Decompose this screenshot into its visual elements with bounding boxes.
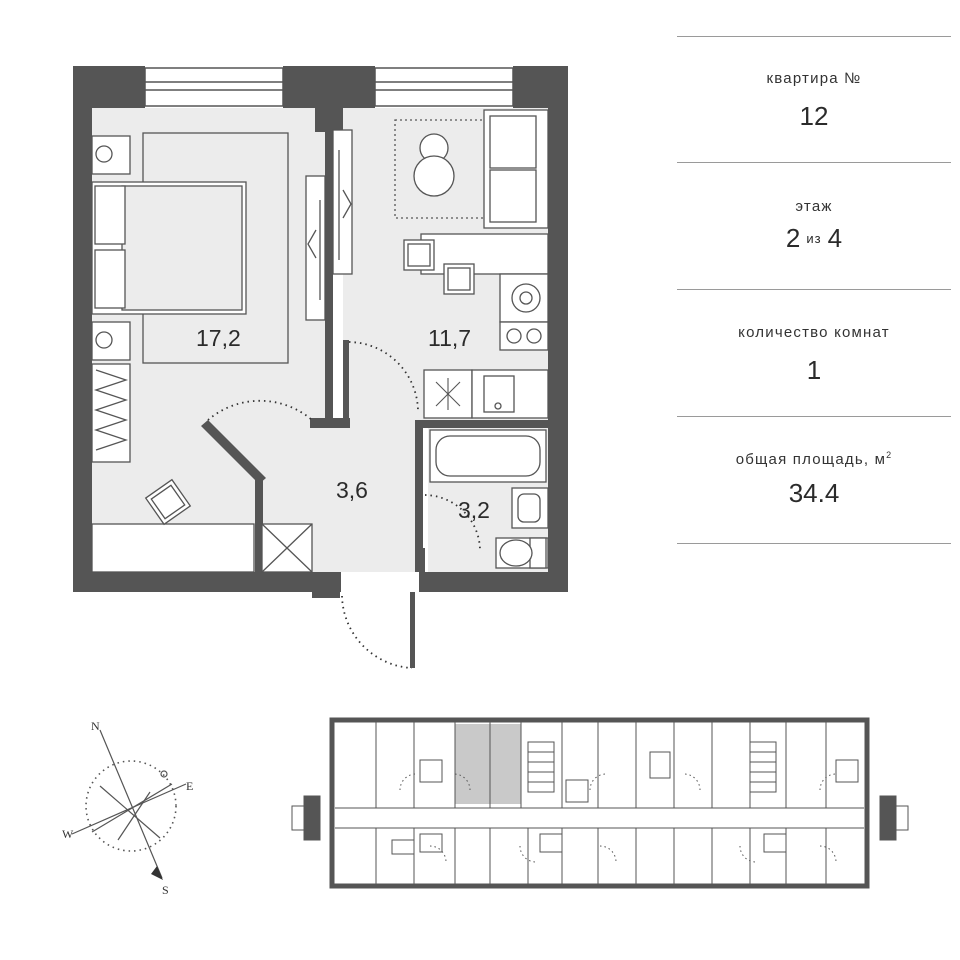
compass-west: W xyxy=(62,827,74,841)
rooms-value: 1 xyxy=(806,355,822,385)
apartment-number-block: квартира № 12 xyxy=(677,70,951,132)
floor-separator: из xyxy=(806,231,822,246)
entrance-right xyxy=(879,795,897,841)
floor-value: 2 из 4 xyxy=(677,223,951,254)
floor-total: 4 xyxy=(827,223,843,253)
bed-blanket xyxy=(121,185,243,311)
divider xyxy=(677,416,951,417)
dining-table xyxy=(413,155,455,197)
snowflake-icon xyxy=(435,378,461,410)
stairwell xyxy=(749,741,777,793)
divider xyxy=(677,543,951,544)
building-key-plan xyxy=(291,717,909,889)
hall-floor-2 xyxy=(343,420,419,572)
wall-left xyxy=(73,66,92,592)
wall-diagonal xyxy=(201,420,266,484)
wall-corner xyxy=(310,418,350,428)
dining-rug xyxy=(394,119,486,219)
walls xyxy=(73,66,568,598)
compass-circle xyxy=(85,760,177,852)
room-area-living: 11,7 xyxy=(428,325,471,351)
wall-partition-top xyxy=(315,108,343,132)
counter xyxy=(420,233,549,275)
area-value: 34.4 xyxy=(788,478,840,508)
apartment-label: квартира № xyxy=(766,70,862,87)
pillow xyxy=(94,249,126,309)
wall-bottom-right xyxy=(419,572,568,592)
entry-door xyxy=(410,592,415,668)
room-area-bath: 3,2 xyxy=(458,497,490,523)
shelf xyxy=(91,363,131,463)
rooms-label: количество комнат xyxy=(738,324,890,341)
bathtub-inner xyxy=(435,435,541,477)
shelf-pattern xyxy=(93,369,129,451)
divider xyxy=(677,36,951,37)
building-outline xyxy=(329,717,870,889)
compass-north: N xyxy=(91,719,100,733)
wall-partition-2 xyxy=(343,340,349,422)
door-arc-entry xyxy=(341,595,413,669)
compass-ns-line xyxy=(99,729,163,879)
desk xyxy=(91,523,255,573)
entrance-left xyxy=(303,795,321,841)
windows xyxy=(144,67,514,107)
floor-label: этаж xyxy=(795,198,833,215)
chair xyxy=(144,478,192,526)
lamp-icon xyxy=(95,331,113,349)
stairwell xyxy=(527,741,555,793)
wall-bath-left xyxy=(415,420,423,550)
divider xyxy=(677,162,951,163)
highlighted-apartment xyxy=(455,724,521,804)
wardrobe xyxy=(332,129,353,275)
room-area-hall: 3,6 xyxy=(336,477,368,503)
rooms-block: количество комнат 1 xyxy=(677,324,951,386)
wall-top-mid xyxy=(283,66,375,108)
area-label-text: общая площадь, м xyxy=(735,451,887,468)
compass: N E S W xyxy=(62,719,193,897)
area-unit-sup: 2 xyxy=(886,450,893,460)
furniture xyxy=(91,109,549,573)
lamp-icon xyxy=(95,145,113,163)
compass-east: E xyxy=(186,779,193,793)
pillow xyxy=(94,185,126,245)
compass-south: S xyxy=(162,883,169,897)
wall-right xyxy=(548,66,568,592)
room-labels: 17,2 11,7 3,6 3,2 xyxy=(196,325,490,523)
apartment-value: 12 xyxy=(799,101,829,131)
window-right xyxy=(374,67,514,107)
door-swings xyxy=(207,341,481,669)
wall-partition xyxy=(325,132,333,422)
floor-block: этаж 2 из 4 xyxy=(677,198,951,254)
window-left xyxy=(144,67,284,107)
floor-current: 2 xyxy=(785,223,801,253)
room-area-bedroom: 17,2 xyxy=(196,325,241,351)
area-label: общая площадь, м2 xyxy=(677,450,951,468)
wall-stub xyxy=(312,572,340,598)
compass-we-line xyxy=(71,783,187,835)
wall-closet xyxy=(255,480,263,572)
wardrobe xyxy=(305,175,326,321)
wall-bath-top xyxy=(415,420,548,428)
area-block: общая площадь, м2 34.4 xyxy=(677,450,951,509)
divider xyxy=(677,289,951,290)
wall-bottom-left xyxy=(73,572,341,592)
wall-bath-stub xyxy=(415,548,425,572)
